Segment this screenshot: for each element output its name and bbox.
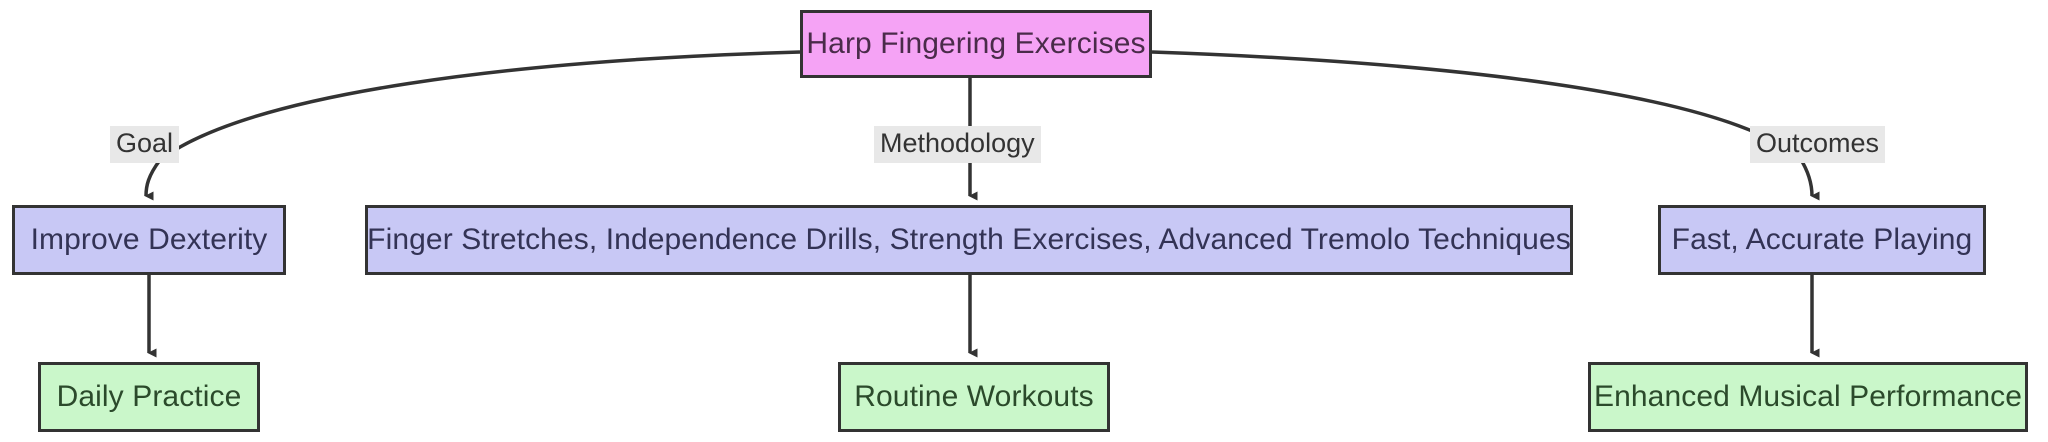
node-finger-stretches-drills[interactable]: Finger Stretches, Independence Drills, S… bbox=[365, 205, 1573, 275]
node-label: Routine Workouts bbox=[854, 380, 1094, 413]
node-harp-fingering-exercises[interactable]: Harp Fingering Exercises bbox=[800, 10, 1152, 78]
node-improve-dexterity[interactable]: Improve Dexterity bbox=[12, 205, 286, 275]
node-label: Harp Fingering Exercises bbox=[806, 27, 1146, 60]
node-label: Daily Practice bbox=[56, 380, 242, 413]
edge-label-outcomes: Outcomes bbox=[1750, 126, 1886, 163]
node-label: Finger Stretches, Independence Drills, S… bbox=[367, 223, 1571, 256]
edge-label-methodology: Methodology bbox=[874, 126, 1041, 163]
edge-root-to-goal bbox=[144, 50, 801, 201]
node-label: Fast, Accurate Playing bbox=[1671, 223, 1973, 256]
edge-label-goal: Goal bbox=[110, 126, 180, 163]
edge-root-to-outcomes bbox=[1151, 50, 1820, 201]
node-fast-accurate-playing[interactable]: Fast, Accurate Playing bbox=[1658, 205, 1986, 275]
node-label: Enhanced Musical Performance bbox=[1593, 380, 2022, 413]
node-routine-workouts[interactable]: Routine Workouts bbox=[838, 362, 1110, 432]
node-enhanced-musical-performance[interactable]: Enhanced Musical Performance bbox=[1588, 362, 2028, 432]
node-daily-practice[interactable]: Daily Practice bbox=[38, 362, 260, 432]
node-label: Improve Dexterity bbox=[30, 223, 268, 256]
